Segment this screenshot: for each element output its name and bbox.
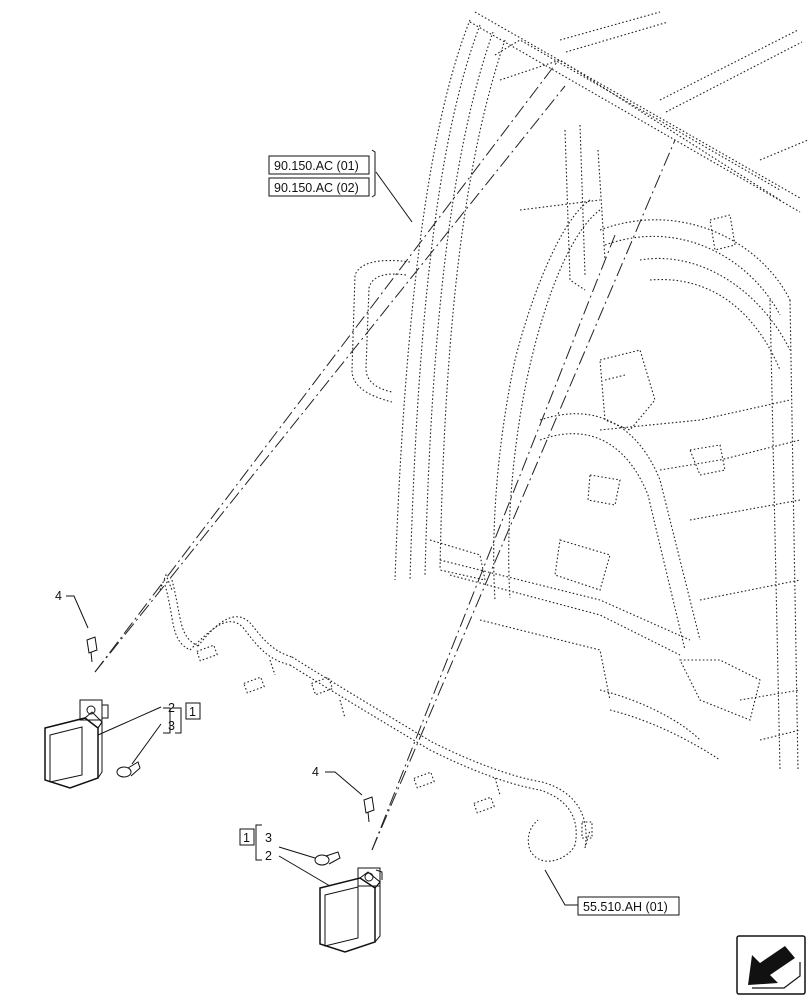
callout-left-4: 4 bbox=[55, 589, 62, 603]
ref-labels: 90.150.AC (01) 90.150.AC (02) 55.510.AH … bbox=[268, 155, 680, 916]
leader-lines bbox=[94, 61, 676, 851]
work-lamp-left bbox=[44, 699, 109, 789]
wiring-harness bbox=[159, 573, 593, 862]
navigation-arrow-icon[interactable] bbox=[736, 935, 806, 995]
callout-left-2: 2 bbox=[168, 701, 175, 715]
work-lamp-right bbox=[319, 867, 383, 953]
bolt-right bbox=[363, 796, 375, 823]
cab-frame bbox=[351, 11, 809, 771]
washer-right bbox=[314, 851, 341, 866]
ref-label-90-150-ac-01: 90.150.AC (01) bbox=[274, 159, 359, 173]
ref-label-90-150-ac-02: 90.150.AC (02) bbox=[274, 181, 359, 195]
ref-box-top-1 bbox=[268, 155, 370, 175]
ref-box-top-2 bbox=[268, 177, 370, 197]
callout-numbers: 4 2 3 1 4 1 3 2 bbox=[55, 589, 319, 863]
callout-right-3: 3 bbox=[265, 831, 272, 845]
bolt-left bbox=[86, 636, 98, 663]
callout-box-right-1 bbox=[239, 828, 255, 846]
callout-right-group-1: 1 bbox=[243, 831, 250, 845]
ref-box-bottom bbox=[577, 896, 680, 916]
ref-label-55-510-ah-01: 55.510.AH (01) bbox=[583, 900, 668, 914]
callout-right-4: 4 bbox=[312, 765, 319, 779]
callout-right-2: 2 bbox=[265, 849, 272, 863]
callout-left-group-1: 1 bbox=[189, 705, 196, 719]
callout-leaders bbox=[66, 149, 578, 906]
callout-left-3: 3 bbox=[168, 719, 175, 733]
washer-left bbox=[116, 761, 141, 778]
callout-box-left-1 bbox=[185, 702, 201, 720]
